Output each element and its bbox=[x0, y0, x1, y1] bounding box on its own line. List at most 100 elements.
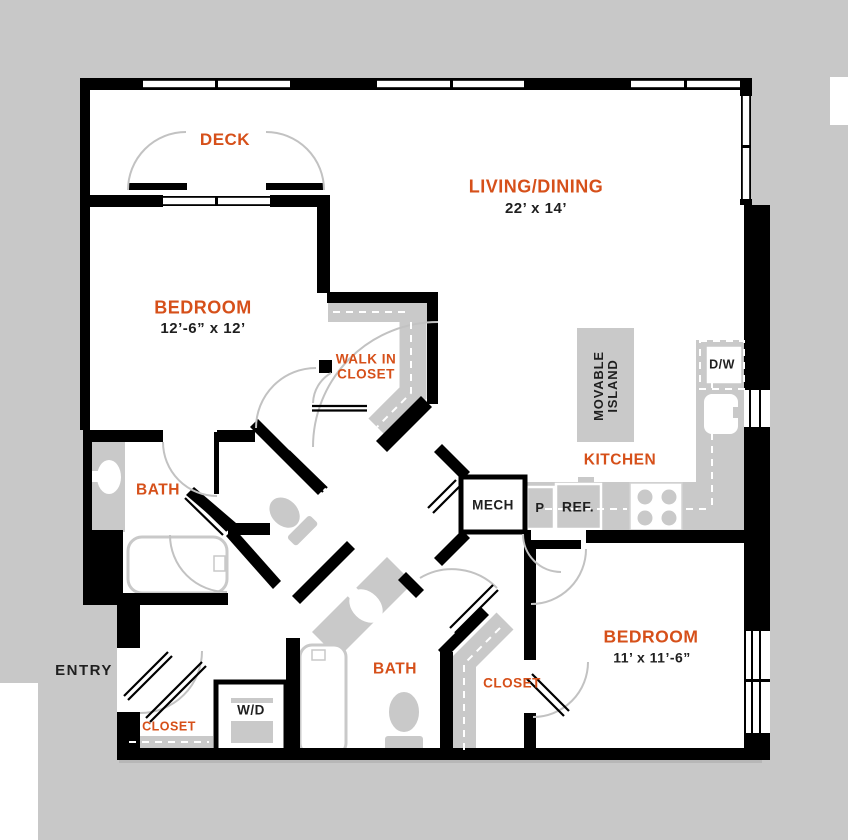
deck-door-leaf-left bbox=[128, 183, 187, 190]
living-dining-label: LIVING/DINING bbox=[468, 176, 604, 197]
window-kitchen-right bbox=[744, 385, 770, 432]
sliding-doors bbox=[123, 404, 570, 723]
bath1-toilet bbox=[267, 495, 320, 548]
wall-bath1-top-b bbox=[217, 430, 255, 442]
wall-bath2-left bbox=[286, 638, 300, 748]
stove-burner bbox=[637, 489, 653, 505]
island-line1: MOVABLE bbox=[590, 351, 606, 421]
dishwasher-label: D/W bbox=[709, 357, 735, 372]
window-living-top-2 bbox=[631, 79, 740, 89]
wall-walkin-right bbox=[427, 292, 438, 404]
deck-door-leaf-right bbox=[266, 183, 324, 190]
windows bbox=[143, 79, 770, 738]
bedroom1-label: BEDROOM bbox=[154, 297, 252, 318]
wall-left bbox=[80, 90, 90, 430]
kitchen-sink bbox=[704, 394, 738, 434]
kitchen-sink-faucet bbox=[733, 407, 745, 418]
refrigerator-box bbox=[554, 482, 603, 531]
wall-right-cap-top bbox=[740, 90, 752, 96]
unit-interior bbox=[80, 78, 770, 760]
bedroom1-door-arc bbox=[255, 367, 317, 429]
wall-nook-bar bbox=[228, 523, 270, 535]
wall-right-cap-bottom bbox=[740, 199, 752, 205]
closet2-label: CLOSET bbox=[483, 675, 541, 691]
wall-bedroom2-left-b bbox=[524, 713, 536, 753]
wall-walkin-top bbox=[327, 292, 437, 303]
washer-dryer-label-band bbox=[222, 703, 280, 721]
entry-closet-door-2 bbox=[145, 661, 207, 723]
bath1-sink-faucet bbox=[90, 471, 102, 482]
bath1-tub-faucet bbox=[213, 555, 226, 572]
wall-kitchen-bottom-a bbox=[523, 530, 531, 543]
dishwasher-box bbox=[705, 345, 743, 385]
window-living-top-1 bbox=[377, 79, 524, 89]
wall-entry-upper bbox=[117, 605, 140, 648]
walkin-rod-dash-right bbox=[376, 322, 412, 428]
bath2-sink bbox=[342, 582, 383, 623]
wall-closet2-left bbox=[440, 652, 453, 760]
wall-bath2-sink-nw bbox=[292, 541, 355, 604]
island-line2: ISLAND bbox=[605, 359, 620, 413]
wall-bath1-block bbox=[83, 530, 123, 605]
kitchen-counter-dash bbox=[545, 352, 713, 510]
walkin-line2: CLOSET bbox=[337, 366, 395, 381]
bath2-door-arc bbox=[419, 568, 498, 589]
bedroom2-door-arc bbox=[530, 548, 587, 605]
bedroom2-dimensions: 11’ x 11’-6” bbox=[613, 649, 691, 666]
wall-vestibule-stub bbox=[319, 360, 332, 373]
bath1-door-arc bbox=[162, 441, 218, 497]
living-dining-dimensions: 22’ x 14’ bbox=[504, 199, 568, 217]
wall-kitchen-bottom-b bbox=[586, 530, 748, 543]
refrigerator-label: REF. bbox=[561, 498, 595, 515]
wall-bath1-bottom bbox=[123, 593, 228, 605]
walkin-door-arc bbox=[312, 372, 332, 404]
stove-burner bbox=[637, 510, 653, 526]
window-living-right bbox=[741, 96, 751, 199]
fixtures-white bbox=[90, 345, 745, 759]
mech-door-leaf bbox=[427, 479, 462, 514]
mech-door-arc bbox=[522, 533, 562, 573]
deck-door-arc-left bbox=[127, 131, 187, 191]
wall-bedroom1-living bbox=[317, 195, 330, 293]
bath1-sink bbox=[97, 460, 121, 494]
kitchen-label: KITCHEN bbox=[583, 451, 657, 469]
deck-door-arc-right bbox=[265, 131, 325, 191]
bath2-tub bbox=[298, 643, 348, 757]
wall-walkin-diagonal bbox=[376, 396, 432, 452]
dishwasher-dash bbox=[699, 340, 745, 390]
wall-deck-bottom-right bbox=[270, 195, 327, 207]
mech-label: MECH bbox=[472, 497, 514, 513]
closet2-rod-dash bbox=[463, 624, 504, 750]
pocket-door-lower bbox=[184, 493, 228, 536]
walkin-line1: WALK IN bbox=[335, 351, 397, 367]
nook-door-arc bbox=[169, 534, 228, 593]
refrigerator-handle bbox=[578, 477, 594, 484]
entry-closet-label: CLOSET bbox=[142, 719, 196, 734]
closet2-door-leaf bbox=[526, 673, 570, 717]
wall-nook-diagonal-upper bbox=[186, 487, 236, 531]
bath2-tub-faucet bbox=[311, 649, 326, 661]
wall-closet2-diagonal bbox=[438, 607, 489, 658]
closet2-rod bbox=[452, 612, 514, 756]
wall-bath1-top-a bbox=[83, 430, 163, 442]
bath2-toilet-bowl bbox=[387, 690, 421, 734]
wall-shadow bbox=[119, 760, 762, 763]
deck-label: DECK bbox=[199, 129, 251, 149]
stove-burner bbox=[661, 510, 677, 526]
bedroom2-label: BEDROOM bbox=[603, 626, 699, 647]
stove-burner bbox=[661, 489, 677, 505]
wall-bottom bbox=[117, 748, 760, 760]
movable-island bbox=[577, 328, 634, 442]
pocket-door-upper bbox=[284, 450, 328, 493]
bath1-door-leaf bbox=[214, 432, 219, 494]
wall-bath1-left bbox=[83, 430, 92, 605]
pantry-label: P bbox=[535, 499, 545, 515]
wall-nook-diagonal bbox=[226, 528, 281, 589]
washer-dryer-label: W/D bbox=[237, 702, 265, 718]
wall-bedroom2-left-a bbox=[524, 543, 536, 660]
window-deck-top bbox=[143, 79, 290, 89]
